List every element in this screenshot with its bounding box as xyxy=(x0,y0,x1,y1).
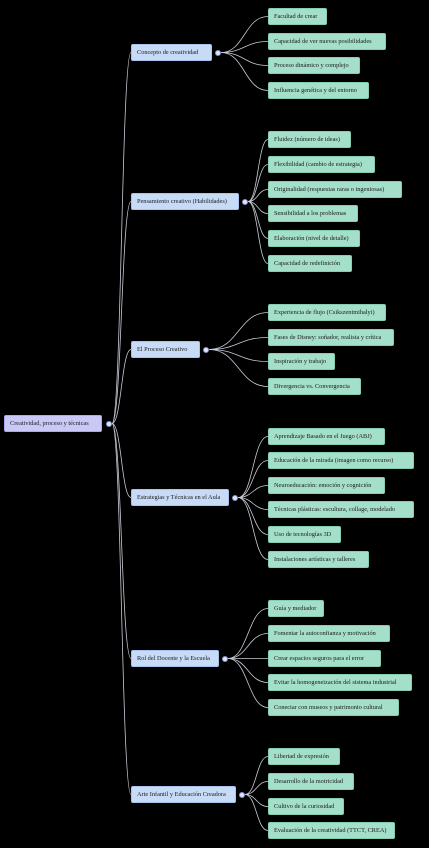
leaf-node[interactable]: Proceso dinámico y complejo xyxy=(268,57,360,74)
branch-to-leaf-line xyxy=(208,349,269,362)
leaf-node[interactable]: Guía y mediador xyxy=(268,600,324,617)
leaf-node[interactable]: Libertad de expresión xyxy=(268,748,340,765)
branch-node[interactable]: Pensamiento creativo (Habilidades) xyxy=(131,193,239,210)
leaf-node[interactable]: Instalaciones artísticas y talleres xyxy=(268,551,369,568)
leaf-node[interactable]: Fomentar la autoconfianza y motivación xyxy=(268,625,390,642)
leaf-node[interactable]: Divergencia vs. Convergencia xyxy=(268,378,361,395)
leaf-node[interactable]: Neuroeducación: emoción y cognición xyxy=(268,477,385,494)
leaf-node[interactable]: Fluidez (número de ideas) xyxy=(268,131,351,148)
branch-to-leaf-line xyxy=(220,16,269,53)
branch-collapse-toggle[interactable] xyxy=(239,791,245,798)
branch-to-leaf-line xyxy=(244,794,269,807)
branch-to-leaf-line xyxy=(227,658,269,683)
root-to-branch-line xyxy=(111,201,132,424)
branch-node[interactable]: El Proceso Creativo xyxy=(131,341,200,358)
leaf-node[interactable]: Flexibilidad (cambio de estrategia) xyxy=(268,156,375,173)
branch-collapse-toggle[interactable] xyxy=(203,346,209,353)
leaf-node[interactable]: Influencia genética y del entorno xyxy=(268,82,369,99)
leaf-node[interactable]: Cultivo de la curiosidad xyxy=(268,798,344,815)
branch-to-leaf-line xyxy=(247,189,269,202)
branch-node[interactable]: Concepto de creatividad xyxy=(131,44,212,61)
root-to-branch-line xyxy=(111,423,132,795)
branch-node[interactable]: Estrategias y Técnicas en el Aula xyxy=(131,489,229,506)
leaf-node[interactable]: Capacidad de ver nuevas posibilidades xyxy=(268,33,386,50)
branch-node[interactable]: Arte Infantil y Educación Creadora xyxy=(131,786,236,803)
leaf-node[interactable]: Conectar con museos y patrimonio cultura… xyxy=(268,699,399,716)
branch-to-leaf-line xyxy=(220,52,269,66)
branch-to-leaf-line xyxy=(227,608,269,659)
branch-node[interactable]: Rol del Docente y la Escuela xyxy=(131,650,219,667)
leaf-node[interactable]: Sensibilidad a los problemas xyxy=(268,205,358,222)
root-to-branch-line xyxy=(111,423,132,659)
branch-to-leaf-line xyxy=(220,41,269,53)
branch-to-leaf-line xyxy=(244,781,269,795)
leaf-node[interactable]: Uso de tecnologías 3D xyxy=(268,526,341,543)
root-to-branch-line xyxy=(111,349,132,424)
leaf-node[interactable]: Facultad de crear xyxy=(268,8,327,25)
leaf-node[interactable]: Fases de Disney: soñador, realista y crí… xyxy=(268,329,394,346)
branch-to-leaf-line xyxy=(208,337,269,350)
leaf-node[interactable]: Experiencia de flujo (Csikszentmihalyi) xyxy=(268,304,386,321)
leaf-node[interactable]: Crear espacios seguros para el error xyxy=(268,650,381,667)
branch-to-leaf-line xyxy=(244,756,269,795)
leaf-node[interactable]: Capacidad de redefinición xyxy=(268,255,352,272)
branch-to-leaf-line xyxy=(247,201,269,264)
root-to-branch-line xyxy=(111,52,132,424)
leaf-node[interactable]: Evitar la homogeneización del sistema in… xyxy=(268,674,412,691)
branch-collapse-toggle[interactable] xyxy=(242,198,248,205)
root-to-branch-line xyxy=(111,423,132,498)
branch-to-leaf-line xyxy=(227,633,269,659)
leaf-node[interactable]: Educación de la mirada (imagen como recu… xyxy=(268,452,414,469)
leaf-node[interactable]: Aprendizaje Basado en el Juego (ABJ) xyxy=(268,428,385,445)
root-node[interactable]: Creatividad, proceso y técnicas xyxy=(4,415,102,432)
branch-to-leaf-line xyxy=(247,164,269,202)
leaf-node[interactable]: Evaluación de la creatividad (TTCT, CREA… xyxy=(268,822,395,839)
leaf-node[interactable]: Originalidad (respuestas raras o ingenio… xyxy=(268,181,402,198)
branch-to-leaf-line xyxy=(220,52,269,91)
leaf-node[interactable]: Desarrollo de la motricidad xyxy=(268,773,354,790)
branch-to-leaf-line xyxy=(227,658,269,708)
branch-to-leaf-line xyxy=(237,460,269,498)
leaf-node[interactable]: Elaboración (nivel de detalle) xyxy=(268,230,360,247)
branch-collapse-toggle[interactable] xyxy=(215,49,221,56)
branch-to-leaf-line xyxy=(208,349,269,387)
branch-to-leaf-line xyxy=(237,485,269,498)
branch-collapse-toggle[interactable] xyxy=(232,494,238,501)
branch-to-leaf-line xyxy=(244,794,269,831)
branch-to-leaf-line xyxy=(247,139,269,202)
branch-to-leaf-line xyxy=(237,436,269,498)
root-collapse-toggle[interactable] xyxy=(106,420,112,427)
branch-to-leaf-line xyxy=(237,497,269,560)
leaf-node[interactable]: Técnicas plásticas: escultura, collage, … xyxy=(268,501,414,518)
branch-collapse-toggle[interactable] xyxy=(222,655,228,662)
leaf-node[interactable]: Inspiración y trabajo xyxy=(268,353,335,370)
branch-to-leaf-line xyxy=(208,312,269,350)
